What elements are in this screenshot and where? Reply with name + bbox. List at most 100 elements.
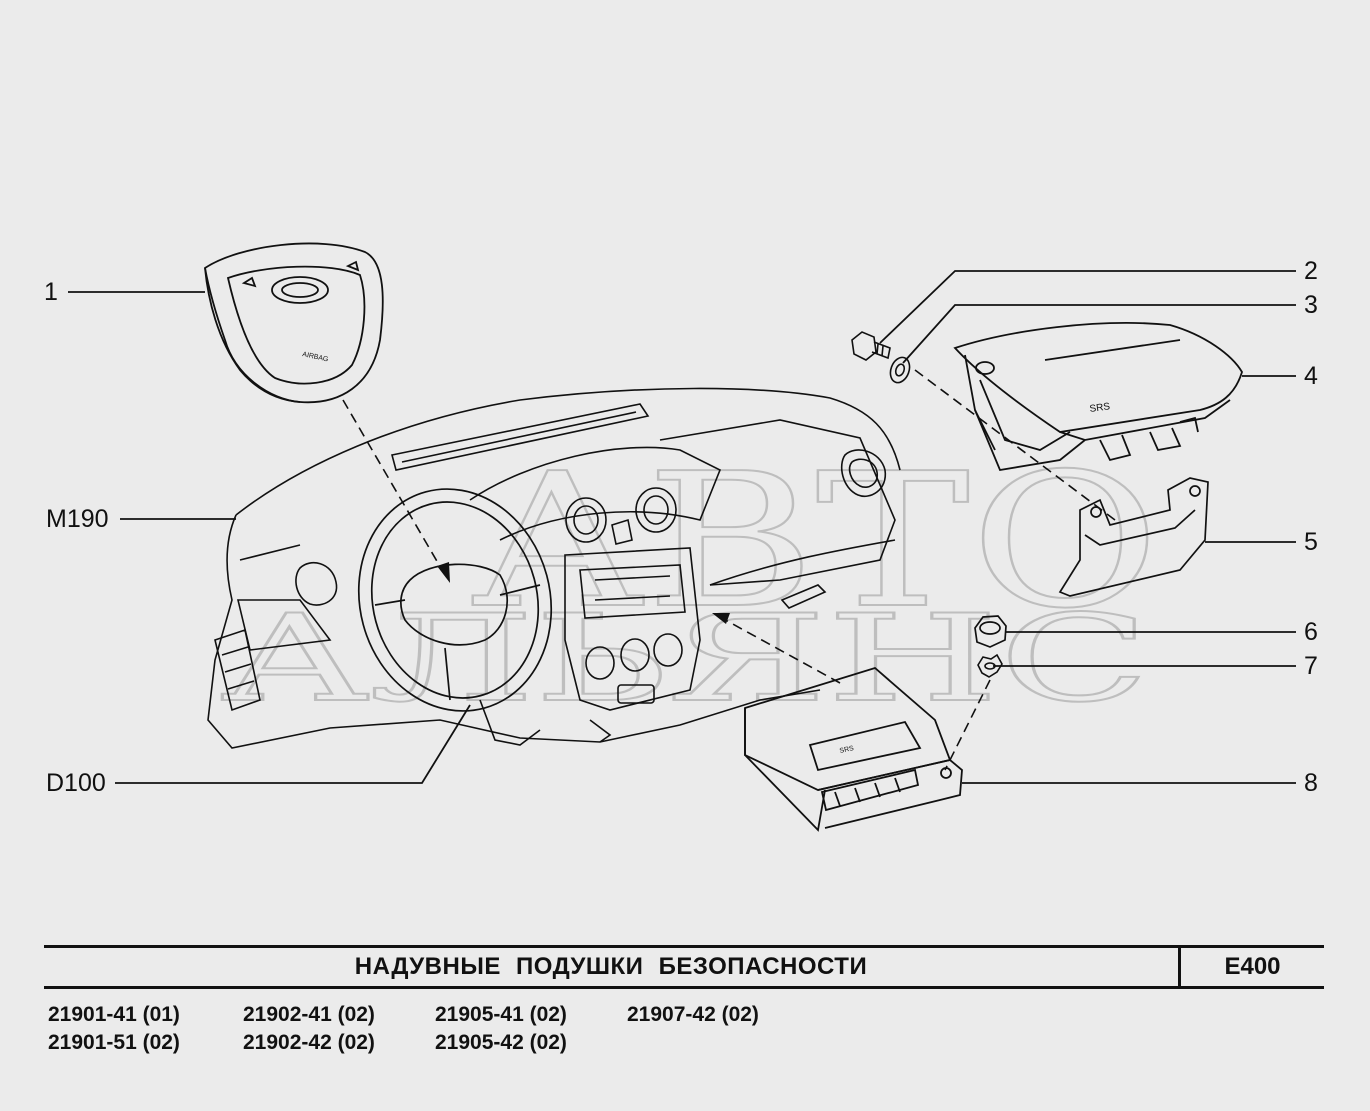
bolt-shank (871, 341, 891, 360)
defroster-vent (391, 403, 650, 471)
callout-2: 2 (1304, 257, 1318, 285)
control-unit-connector (820, 768, 920, 812)
part-1-driver-airbag (204, 242, 384, 404)
passenger-airbag-stud (975, 361, 995, 375)
console-button (617, 684, 655, 704)
passenger-airbag-seam (1044, 339, 1181, 361)
callout-8: 8 (1304, 769, 1318, 797)
steering-wheel-rim-inner (370, 501, 540, 699)
passenger-glovebox (659, 419, 896, 586)
part-2-bolt (851, 331, 891, 361)
right-vent-inner (848, 458, 878, 488)
lock-washer-bore (984, 662, 996, 670)
part-8-control-unit (744, 666, 963, 832)
nut-hex (974, 615, 1007, 648)
callout-7: 7 (1304, 652, 1318, 680)
parts-diagram: АВТО АЛЬЯНС (68, 242, 1296, 832)
driver-airbag-cover-edge (204, 267, 301, 403)
section-code: E400 (1224, 953, 1281, 980)
center-vent-left-inner (573, 505, 599, 535)
right-side-vent (841, 449, 886, 497)
bolt-head (851, 331, 877, 361)
leader-2 (879, 270, 1296, 344)
steering-wheel-spokes (374, 584, 541, 701)
hvac-knob-center (620, 638, 650, 672)
brand-logo-inner-icon (281, 282, 319, 298)
callout-m190: M190 (46, 505, 109, 533)
leader-lines (68, 270, 1296, 784)
control-unit-mount-hole (940, 767, 952, 779)
lower-left-vent (214, 628, 261, 712)
page-title: НАДУВНЫЕ ПОДУШКИ БЕЗОПАСНОСТИ (354, 953, 868, 980)
dashboard-front-edge (207, 514, 821, 749)
control-unit-label: SRS (839, 745, 855, 755)
steering-wheel (357, 488, 553, 712)
arrowhead-steering (437, 562, 450, 583)
model-code: 21905-42 (02) (435, 1031, 567, 1054)
model-code: 21901-41 (01) (48, 1003, 180, 1026)
hvac-knob-left (585, 646, 615, 680)
console-controls (565, 487, 683, 704)
part-4-passenger-airbag (953, 322, 1243, 472)
washer-inner (894, 363, 906, 377)
part-5-bracket (1058, 477, 1209, 597)
part-7-lock-washer (977, 653, 1003, 678)
driver-airbag-cover-outline (204, 242, 384, 404)
nut-bore (979, 621, 1001, 635)
model-code: 21907-42 (02) (627, 1003, 759, 1026)
center-vent-right (635, 487, 677, 533)
assembly-line-nut (944, 679, 991, 771)
leader-3 (902, 304, 1296, 364)
dashboard-top-outline (235, 387, 901, 516)
center-vent-left (565, 497, 607, 543)
knee-panel (589, 719, 612, 743)
washer-outer (889, 356, 911, 384)
callout-d100: D100 (46, 769, 106, 797)
model-code: 21905-41 (02) (435, 1003, 567, 1026)
callout-1: 1 (44, 278, 58, 306)
callout-4: 4 (1304, 362, 1318, 390)
assembly-line-control-unit (719, 616, 841, 684)
horn-icon-left (241, 276, 257, 288)
left-side-vent (295, 561, 338, 606)
radio-slot (579, 564, 686, 619)
hvac-knob-right (653, 633, 683, 667)
driver-airbag-label: AIRBAG (302, 351, 329, 363)
center-vent-right-inner (643, 495, 669, 525)
part-6-nut (974, 615, 1007, 648)
bracket-inner-edge (1084, 509, 1196, 546)
arrowheads (437, 562, 730, 624)
brand-logo-icon (271, 276, 329, 304)
steering-column (479, 699, 541, 746)
title-separator (1178, 948, 1181, 986)
bracket-outline (1058, 477, 1209, 597)
driver-airbag-inner-contour (226, 265, 366, 385)
passenger-airbag-body (964, 354, 1231, 472)
watermark: АВТО АЛЬЯНС (219, 432, 1161, 730)
assembly-line-passenger-airbag (914, 369, 1116, 521)
title-block: НАДУВНЫЕ ПОДУШКИ БЕЗОПАСНОСТИ E400 (44, 945, 1324, 989)
steering-wheel-hub (400, 563, 509, 646)
model-code: 21902-42 (02) (243, 1031, 375, 1054)
control-unit-front (744, 708, 826, 832)
assembly-line-steering-airbag (342, 399, 446, 576)
callout-5: 5 (1304, 528, 1318, 556)
passenger-dash-line (709, 539, 896, 586)
radio-inner (594, 575, 671, 601)
glovebox-handle (780, 584, 827, 609)
model-code: 21902-41 (02) (243, 1003, 375, 1026)
passenger-airbag-top (953, 322, 1243, 433)
defroster-inner (401, 411, 637, 463)
control-unit-panel (808, 720, 922, 772)
callout-3: 3 (1304, 291, 1318, 319)
dashboard-drawing (207, 387, 901, 749)
arrowhead-control-unit (712, 613, 730, 624)
model-code: 21901-51 (02) (48, 1031, 180, 1054)
part-3-washer (889, 356, 911, 384)
leader-d100 (115, 704, 471, 784)
bracket-hole-left (1090, 506, 1102, 518)
assembly-lines (342, 369, 1116, 771)
passenger-airbag-label: SRS (1089, 401, 1111, 415)
steering-wheel-rim-outer (357, 488, 553, 712)
lock-washer-outline (977, 653, 1003, 678)
